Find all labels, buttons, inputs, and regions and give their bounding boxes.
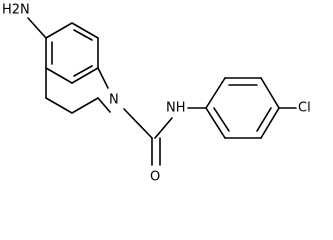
double-bond-c6-c7 (73, 29, 93, 41)
bond-c6-c7 (71, 22, 99, 39)
bond-n1-c8a (97, 67, 109, 89)
double-bond-c6p-c1p (213, 107, 230, 132)
atom-label-amide-nh: NH (166, 101, 186, 116)
structure-diagram: H2N N NH O Cl (2, 3, 311, 185)
bond-carbonyl-nh (154, 117, 173, 139)
bond-c8a-c4a (45, 67, 73, 84)
bond-c2-n1 (97, 97, 111, 113)
bond-n1-carbonyl (123, 108, 153, 139)
bond-c4p-c5p (260, 107, 280, 139)
bond-c8-c8a (71, 67, 99, 84)
bond-c6p-c1p (205, 107, 226, 139)
double-bond-c4p-c5p (256, 107, 272, 132)
atom-label-ring-nitrogen: N (109, 93, 119, 108)
molecule-canvas: H2N N NH O Cl (2, 3, 311, 185)
bond-c3-c2 (71, 97, 99, 114)
bond-c6-nh2 (27, 17, 47, 39)
bond-c5-c6 (45, 22, 73, 39)
saturated-ring (45, 67, 111, 114)
double-bond-c8-c8a (73, 65, 93, 77)
benzo-ring (45, 22, 99, 84)
atom-label-chlorine: Cl (298, 101, 311, 116)
atom-label-amine: H2N (2, 3, 30, 18)
atom-label-carbonyl-oxygen: O (150, 170, 160, 185)
bond-c3p-c4p (260, 77, 280, 109)
chlorophenyl-ring (187, 77, 280, 139)
bond-c4-c3 (45, 97, 73, 114)
bond-c1p-c2p (205, 77, 226, 109)
